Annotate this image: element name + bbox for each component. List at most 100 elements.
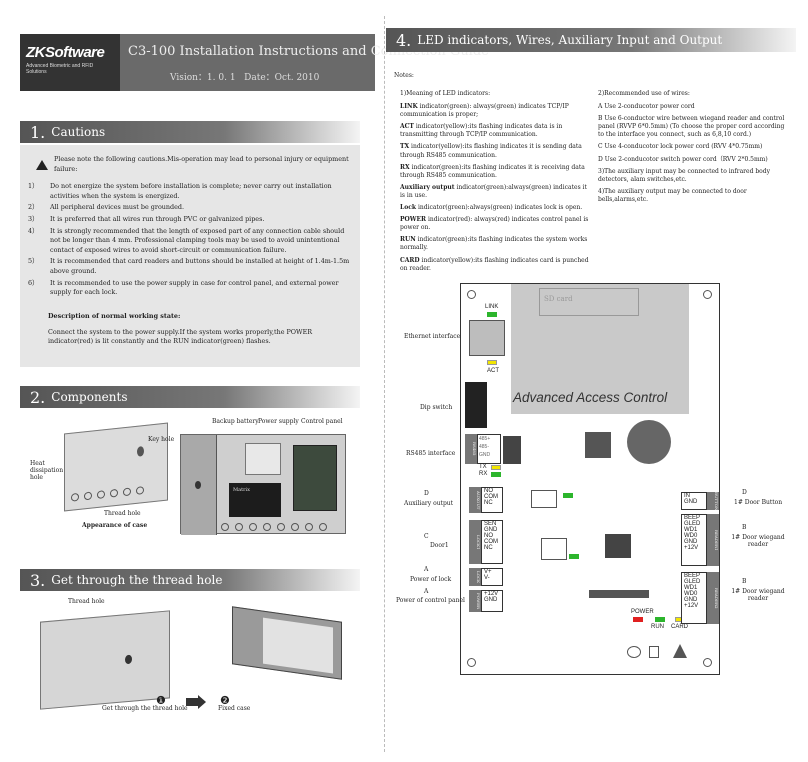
door-button-terminal: IN GND (681, 492, 707, 510)
rs485-tag: RS485 (465, 434, 477, 464)
link-led (487, 312, 497, 317)
cautions-box: Please note the following cautions.Mis-o… (20, 145, 360, 367)
version: Vision：1. 0. 1 (170, 73, 236, 83)
section-number: 2. (30, 387, 46, 407)
step-1-number: ❶ (156, 694, 166, 707)
thread-diagram: Thread hole ❶ Get through the thread hol… (22, 594, 362, 714)
heat-dissipation-label: Heat dissipation hole (30, 460, 64, 481)
wiegand2-letter: B (742, 578, 747, 585)
tx-label: TX (479, 464, 487, 470)
lockpw-tag: LOCK (469, 568, 481, 586)
lock-tag: LOCK1 (469, 520, 481, 564)
power-tag: POWER (469, 590, 481, 612)
door1-label: Door1 (430, 542, 449, 549)
notes-heading: Notes: (394, 72, 414, 79)
description-text: Connect the system to the power supply.I… (48, 327, 313, 346)
dip-switch (465, 382, 487, 428)
ethernet-port (469, 320, 505, 356)
act-label: ACT (487, 368, 499, 374)
wire-note: B Use 6-conductor wire between wiegand r… (598, 115, 785, 139)
aux-relay (531, 490, 557, 508)
section-number: 4. (396, 30, 412, 50)
caution-item: 3）It is preferred that all wires run thr… (28, 215, 265, 224)
version-info: Vision：1. 0. 1 Date：Oct. 2010 (170, 70, 319, 83)
sd-card-slot: SD card (539, 288, 639, 316)
led-note: Lock indicator(green):always(green) indi… (400, 204, 583, 212)
card-led-label: CARD (671, 624, 689, 630)
backup-coin-cell (627, 420, 671, 464)
tx-led (491, 465, 501, 470)
step-1-label: Get through the thread hole (102, 705, 188, 712)
door1-lock-terminal: SEN GND NO COM NC (481, 520, 503, 564)
brand-logo: ZKSoftware Advanced Biometric and RFID S… (20, 34, 120, 91)
warning-icon (36, 159, 48, 170)
wire-notes: 2)Recommended use of wires: A Use 2-cond… (598, 90, 790, 208)
cpu-chip (605, 534, 631, 558)
aux-tag: AUXOUT (469, 487, 481, 513)
wire-notes-heading: 2)Recommended use of wires: (598, 90, 690, 97)
rs485-chip (503, 436, 521, 464)
column-divider (384, 16, 385, 752)
section-title: Cautions (51, 125, 106, 139)
warning-triangle-icon (673, 644, 687, 658)
case-door (181, 435, 217, 535)
reader1-tag: READER1 (707, 514, 719, 566)
wire-note: C Use 4-conducotor lock power cord (RVV … (598, 143, 763, 151)
key-hole (137, 446, 144, 457)
section-title: LED indicators, Wires, Auxiliary Input a… (417, 33, 723, 47)
thread-hole-label: Thread hole (68, 598, 105, 605)
key-hole-label: Key hole (148, 436, 175, 443)
led-note: ACT indicator(yellow):its flashing indic… (400, 123, 563, 139)
fixed-case-view (232, 606, 342, 680)
wiegand2-terminal: BEEP GLED WD1 WD0 GND +12V (681, 572, 707, 624)
weee-bin-icon (649, 646, 659, 658)
open-case: Matrix (180, 434, 346, 535)
panel-power-letter: A (424, 588, 429, 595)
led-notes-heading: 1)Meaning of LED indicators: (400, 90, 491, 97)
step-2-label: Fixed case (218, 705, 251, 712)
board-module: SD card Advanced Access Control (511, 284, 689, 414)
main-chip (585, 432, 611, 458)
dip-switch-label: Dip switch (420, 404, 453, 411)
description-heading: Description of normal working state: (48, 311, 181, 320)
mount-hole (703, 658, 712, 667)
battery-brand: Matrix (233, 487, 250, 493)
brand-tagline: Advanced Biometric and RFID Solutions (26, 63, 94, 75)
case-thread-view (40, 610, 170, 710)
thread-hole-label: Thread hole (104, 510, 141, 517)
led-note: RUN indicator(green):its flashing indica… (400, 236, 588, 252)
appearance-caption: Appearance of case (82, 522, 148, 529)
date: Date：Oct. 2010 (244, 73, 320, 83)
rx-led (491, 472, 501, 477)
section-header-cautions: 1. Cautions (20, 121, 360, 143)
thread-holes (71, 484, 167, 504)
power-supply-label: Power supply (258, 418, 299, 425)
caution-item: 5）It is recommended that card readers an… (28, 257, 350, 276)
cautions-list: 1）Do not energize the system before inst… (28, 182, 352, 298)
led-note: LINK indicator(green): always(green) ind… (400, 103, 569, 119)
section-title: Components (51, 390, 128, 404)
led-note: TX indicator(yellow):its flashing indica… (400, 143, 582, 159)
lock-power-letter: A (424, 566, 429, 573)
section-header-led: 4. LED indicators, Wires, Auxiliary Inpu… (386, 28, 796, 52)
act-led (487, 360, 497, 365)
brand-name: ZKSoftware (26, 44, 105, 61)
bus-strip (589, 590, 649, 598)
mount-hole (467, 658, 476, 667)
mount-hole (703, 290, 712, 299)
power-led (633, 617, 643, 622)
control-panel-board (293, 445, 337, 511)
run-led-label: RUN (651, 624, 664, 630)
reader2-tag: READER2 (707, 572, 719, 624)
components-diagram: Key hole Heat dissipation hole Thread ho… (22, 412, 362, 547)
caution-item: 2）All peripheral devices must be grounde… (28, 203, 185, 212)
caution-item: 6）It is recommended to use the power sup… (28, 278, 339, 297)
rs485-terminal: 485+ 485- GND (477, 434, 501, 464)
led-note: Auxiliary output indicator(green):always… (400, 183, 587, 199)
panel-power-terminal: +12V GND (481, 590, 503, 612)
section-title: Get through the thread hole (51, 573, 223, 587)
aux-output-terminal: NO COM NC (481, 487, 503, 513)
led-note: RX indicator(green):its flashing indicat… (400, 163, 585, 179)
panel-power-label: Power of control panel (396, 597, 465, 604)
header-banner: ZKSoftware Advanced Biometric and RFID S… (20, 34, 489, 91)
